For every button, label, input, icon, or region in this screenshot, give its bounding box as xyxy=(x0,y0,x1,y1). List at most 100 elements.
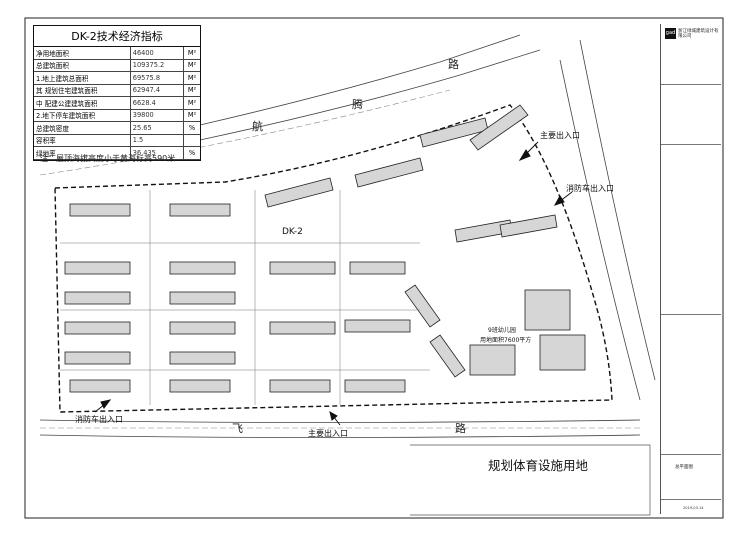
row-unit: M² xyxy=(183,71,200,85)
building xyxy=(269,261,336,275)
road-label-fei: 飞 xyxy=(232,422,243,435)
row-value: 25.65 xyxy=(129,121,184,135)
divider xyxy=(661,499,721,500)
building xyxy=(404,284,441,328)
building xyxy=(169,291,236,305)
building xyxy=(354,157,424,188)
divider xyxy=(661,144,721,145)
building xyxy=(269,321,336,335)
fire-entrance-south-label: 消防车出入口 xyxy=(75,415,123,424)
building xyxy=(64,351,131,365)
building xyxy=(64,261,131,275)
building-group-west xyxy=(64,203,411,393)
row-label: 其 规划住宅建筑面积 xyxy=(34,84,131,97)
entrance-arrows xyxy=(94,141,573,426)
north-road-edge xyxy=(199,34,521,126)
row-value: 1.5 xyxy=(129,134,184,147)
drawing-frame xyxy=(24,17,724,519)
row-value: 109375.2 xyxy=(129,59,184,72)
road-label-hang: 航 xyxy=(252,120,263,133)
building xyxy=(169,203,231,217)
building xyxy=(499,214,558,238)
sheet-date: 2019.03.14 xyxy=(683,506,704,510)
row-label: 绿地率 xyxy=(34,146,131,160)
kindergarten-buildings xyxy=(469,289,586,376)
kindergarten-area-label: 用地面积7600平方 xyxy=(480,337,532,344)
firm-name: 浙江绿城建筑设计有限公司 xyxy=(678,29,719,39)
row-unit: M² xyxy=(183,109,200,122)
north-road-edge-2 xyxy=(199,49,541,141)
building xyxy=(539,334,586,371)
building xyxy=(169,379,231,393)
main-entrance-south-label: 主要出入口 xyxy=(308,429,348,438)
row-unit: M² xyxy=(183,96,200,110)
building xyxy=(429,334,466,378)
row-unit: % xyxy=(183,146,200,160)
building xyxy=(349,261,406,275)
building xyxy=(64,291,131,305)
divider xyxy=(661,454,721,455)
row-label: 容积率 xyxy=(34,134,131,147)
east-road-edge xyxy=(559,59,641,401)
divider xyxy=(661,314,721,315)
row-unit: M² xyxy=(183,59,200,72)
table-title: DK-2技术经济指标 xyxy=(34,26,200,47)
row-value: 62947.4 xyxy=(129,84,184,97)
kindergarten-label: 9班幼儿园 xyxy=(488,327,516,334)
row-unit: % xyxy=(183,121,200,135)
building xyxy=(344,319,411,333)
building xyxy=(169,261,236,275)
row-value: 69575.8 xyxy=(129,71,184,85)
building xyxy=(169,321,236,335)
building xyxy=(524,289,571,331)
row-unit xyxy=(183,134,200,147)
east-road-edge-2 xyxy=(579,39,656,381)
sports-land-boundary xyxy=(410,444,651,516)
plot-id-label: DK-2 xyxy=(282,227,303,237)
row-unit: M² xyxy=(183,47,200,60)
row-value: 6628.4 xyxy=(129,96,184,110)
building xyxy=(69,203,131,217)
building xyxy=(269,379,331,393)
site-boundary xyxy=(54,104,613,413)
building-group-northeast xyxy=(264,104,558,378)
south-road-edge xyxy=(39,419,641,423)
row-unit: M² xyxy=(183,84,200,97)
building xyxy=(344,379,406,393)
sports-land-label: 规划体育设施用地 xyxy=(488,458,589,473)
divider xyxy=(661,84,721,85)
elevation-note: 注：屋顶海拔高度小于黄海标高590米 xyxy=(40,154,176,163)
title-block: gad 浙江绿城建筑设计有限公司 总平面图 2019.03.14 xyxy=(660,24,721,514)
building xyxy=(169,351,236,365)
sheet-name: 总平面图 xyxy=(675,465,693,470)
road-label-teng: 腾 xyxy=(352,98,363,111)
row-label: 总建筑密度 xyxy=(34,121,131,135)
building xyxy=(69,379,131,393)
south-road-edge-2 xyxy=(39,434,641,438)
road-label-lu-south: 路 xyxy=(455,422,466,435)
row-value: 46400 xyxy=(129,47,184,60)
building xyxy=(64,321,131,335)
firm-logo: gad xyxy=(665,28,676,39)
building xyxy=(469,344,516,376)
internal-roads xyxy=(60,190,430,405)
row-label: 1.地上建筑总面积 xyxy=(34,71,131,85)
building xyxy=(264,177,334,208)
row-label: 净用地面积 xyxy=(34,47,131,60)
north-road-centerline xyxy=(39,89,451,176)
row-value: 36.435 xyxy=(129,146,184,160)
row-label: 总建筑面积 xyxy=(34,59,131,72)
